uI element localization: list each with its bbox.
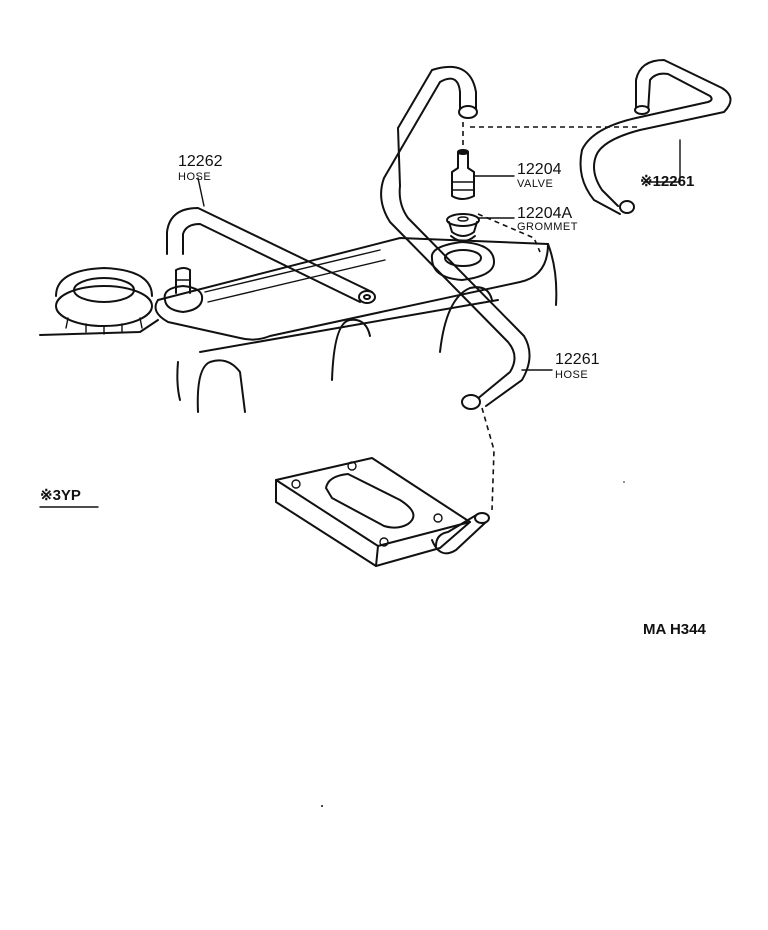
hose-12262-number: 12262 [178,153,223,170]
leader-lines [39,139,681,508]
breather-fitting [163,267,204,313]
hose-12261-name: HOSE [555,369,588,381]
engine-body [39,237,558,413]
drawing-code: MA H344 [643,621,706,638]
alt-hose-12261-drawing [579,59,732,215]
grommet-12204a-drawing [446,213,480,242]
variant-note: ※3YP [40,487,81,504]
hose-12262-name: HOSE [178,171,211,183]
hose-12261-number: 12261 [555,351,600,368]
valve-12204-name: VALVE [517,178,553,190]
valve-12204-number: 12204 [517,161,562,178]
connection-lines [462,122,640,511]
alt-hose-12261-number: ※12261 [640,173,694,190]
oil-filler-cap [55,267,153,335]
grommet-seat [430,241,495,281]
grommet-12204a-number: 12204A [517,205,572,222]
valve-12204-drawing [451,149,475,200]
carburetor-base [275,457,490,567]
grommet-12204a-name: GROMMET [517,221,578,233]
speck-mark [321,805,323,807]
hose-12262-drawing [166,207,376,304]
hose-12261-drawing [380,65,531,410]
speck-mark [623,481,625,483]
